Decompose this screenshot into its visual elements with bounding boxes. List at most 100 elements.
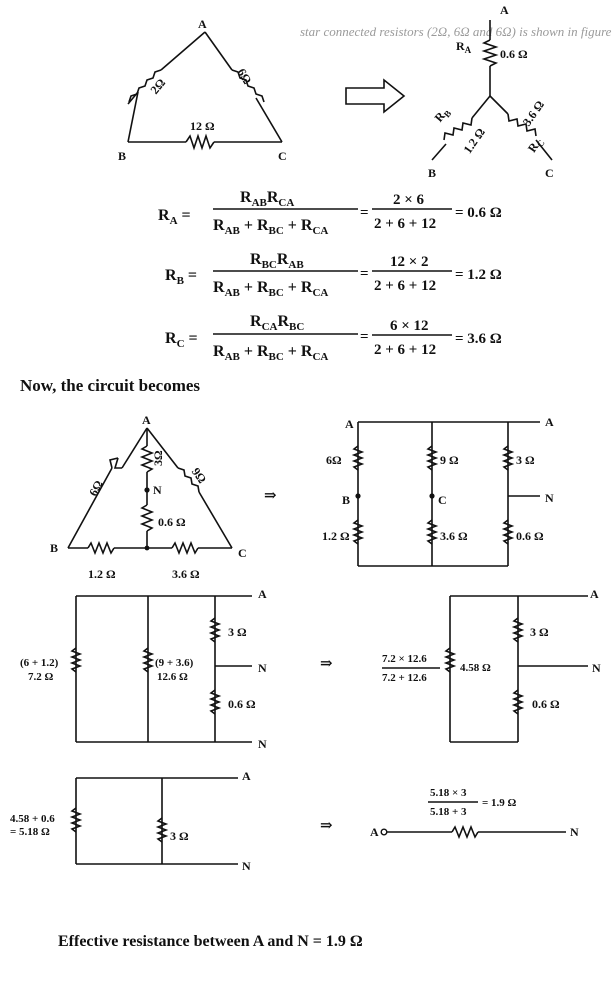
- star-network: A B C RA 0.6 Ω RB 1.2 Ω 3.6 Ω RC: [428, 3, 554, 180]
- svg-text:5.18 × 3: 5.18 × 3: [430, 787, 467, 799]
- svg-text:N: N: [258, 661, 267, 675]
- svg-text:RAB + RBC + RCA: RAB + RBC + RCA: [213, 217, 328, 237]
- star-node-b: B: [428, 166, 436, 180]
- svg-text:2 + 6 + 12: 2 + 6 + 12: [374, 278, 436, 294]
- svg-text:3 Ω: 3 Ω: [516, 453, 535, 467]
- svg-text:4.58 Ω: 4.58 Ω: [460, 662, 491, 674]
- svg-text:N: N: [258, 737, 267, 751]
- svg-text:5.18 + 3: 5.18 + 3: [430, 806, 467, 818]
- svg-text:RB =: RB =: [165, 267, 197, 287]
- star-ra-label: RA: [456, 39, 472, 55]
- svg-text:3Ω: 3Ω: [151, 450, 165, 466]
- svg-text:C: C: [238, 546, 247, 560]
- svg-text:= 5.18 Ω: = 5.18 Ω: [10, 826, 50, 838]
- svg-text:1.2 Ω: 1.2 Ω: [88, 567, 116, 581]
- svg-text:N: N: [592, 661, 601, 675]
- delta-node-a: A: [198, 17, 207, 31]
- svg-text:12 × 2: 12 × 2: [390, 254, 429, 270]
- star-ra-value: 0.6 Ω: [500, 47, 528, 61]
- svg-text:7.2 × 12.6: 7.2 × 12.6: [382, 653, 427, 665]
- svg-text:6Ω: 6Ω: [86, 478, 106, 499]
- svg-text:3 Ω: 3 Ω: [228, 625, 247, 639]
- circuit-4: A 7.2 × 12.6 7.2 + 12.6 4.58 Ω 3 Ω N 0.6…: [382, 587, 601, 743]
- svg-text:RAB + RBC + RCA: RAB + RBC + RCA: [213, 279, 328, 299]
- svg-text:0.6 Ω: 0.6 Ω: [158, 515, 186, 529]
- svg-text:A: A: [142, 413, 151, 427]
- delta-r-bc: 12 Ω: [190, 119, 215, 133]
- svg-text:A: A: [370, 825, 379, 839]
- svg-text:A: A: [545, 415, 554, 429]
- svg-text:RAB + RBC + RCA: RAB + RBC + RCA: [213, 343, 328, 363]
- svg-text:N: N: [570, 825, 579, 839]
- svg-text:N: N: [153, 483, 162, 497]
- svg-text:9 Ω: 9 Ω: [440, 453, 459, 467]
- bleed-through-text: star connected resistors (2Ω, 6Ω and 6Ω)…: [300, 24, 612, 39]
- svg-text:4.58 + 0.6: 4.58 + 0.6: [10, 813, 55, 825]
- svg-text:RA =: RA =: [158, 207, 191, 227]
- svg-text:3.6 Ω: 3.6 Ω: [172, 567, 200, 581]
- arrow-3: ⇒: [320, 818, 333, 834]
- svg-text:2 + 6 + 12: 2 + 6 + 12: [374, 216, 436, 232]
- svg-text:7.2 Ω: 7.2 Ω: [28, 671, 54, 683]
- section-heading: Now, the circuit becomes: [20, 376, 201, 395]
- svg-text:B: B: [50, 541, 58, 555]
- svg-text:2 × 6: 2 × 6: [393, 192, 425, 208]
- svg-text:=: =: [360, 266, 369, 282]
- circuit-6: 5.18 × 3 5.18 + 3 = 1.9 Ω A N: [370, 787, 579, 840]
- svg-text:3.6 Ω: 3.6 Ω: [440, 529, 468, 543]
- svg-text:6 × 12: 6 × 12: [390, 318, 429, 334]
- svg-text:3 Ω: 3 Ω: [530, 625, 549, 639]
- star-node-a: A: [500, 3, 509, 17]
- svg-text:= 0.6 Ω: = 0.6 Ω: [455, 205, 502, 221]
- circuit-3: A N (6 + 1.2) 7.2 Ω (9 + 3.6) 12.6 Ω 3 Ω…: [20, 587, 267, 751]
- svg-text:RABRCA: RABRCA: [240, 189, 294, 209]
- formula-rb: RB = RBCRAB RAB + RBC + RCA = 12 × 2 2 +…: [165, 251, 502, 299]
- circuit-1: A N B C 6Ω 3Ω 9Ω 0.6 Ω: [50, 413, 247, 581]
- svg-text:=: =: [360, 329, 369, 345]
- svg-text:= 1.9 Ω: = 1.9 Ω: [482, 797, 517, 809]
- arrow-1: ⇒: [264, 488, 277, 504]
- svg-text:7.2 + 12.6: 7.2 + 12.6: [382, 672, 427, 684]
- formula-rc: RC = RCARBC RAB + RBC + RCA = 6 × 12 2 +…: [165, 313, 502, 363]
- svg-text:3 Ω: 3 Ω: [170, 829, 189, 843]
- delta-r-ca: 6Ω: [235, 66, 255, 87]
- svg-text:(6 + 1.2): (6 + 1.2): [20, 657, 59, 669]
- final-result: Effective resistance between A and N = 1…: [58, 933, 363, 950]
- svg-text:6Ω: 6Ω: [326, 453, 342, 467]
- star-rc-label: RC: [525, 134, 547, 156]
- svg-text:A: A: [345, 417, 354, 431]
- svg-text:RC =: RC =: [165, 330, 198, 350]
- svg-text:A: A: [242, 769, 251, 783]
- formula-ra: RA = RABRCA RAB + RBC + RCA = 2 × 6 2 + …: [158, 189, 502, 237]
- svg-text:N: N: [242, 859, 251, 873]
- star-node-c: C: [545, 166, 554, 180]
- svg-text:=: =: [360, 205, 369, 221]
- arrow-2: ⇒: [320, 656, 333, 672]
- circuit-5: A N 4.58 + 0.6 = 5.18 Ω 3 Ω: [10, 769, 251, 873]
- svg-text:0.6 Ω: 0.6 Ω: [516, 529, 544, 543]
- delta-node-b: B: [118, 149, 126, 163]
- svg-text:= 1.2 Ω: = 1.2 Ω: [455, 267, 502, 283]
- svg-text:RBCRAB: RBCRAB: [250, 251, 304, 271]
- svg-text:= 3.6 Ω: = 3.6 Ω: [455, 331, 502, 347]
- svg-text:A: A: [590, 587, 599, 601]
- svg-text:C: C: [438, 493, 447, 507]
- star-rb-value: 1.2 Ω: [460, 125, 488, 156]
- svg-text:A: A: [258, 587, 267, 601]
- svg-text:1.2 Ω: 1.2 Ω: [322, 529, 350, 543]
- svg-text:RCARBC: RCARBC: [250, 313, 304, 333]
- delta-network: A B C 2Ω 6Ω 12 Ω: [118, 17, 287, 163]
- delta-node-c: C: [278, 149, 287, 163]
- star-rc-value: 3.6 Ω: [520, 98, 548, 129]
- svg-text:0.6 Ω: 0.6 Ω: [228, 697, 256, 711]
- svg-text:12.6 Ω: 12.6 Ω: [157, 671, 188, 683]
- star-rb-label: RB: [432, 104, 454, 126]
- svg-text:(9 + 3.6): (9 + 3.6): [155, 657, 194, 669]
- svg-text:N: N: [545, 491, 554, 505]
- svg-text:0.6 Ω: 0.6 Ω: [532, 697, 560, 711]
- circuit-2: A A B 6Ω 1.2 Ω C 9 Ω 3.6 Ω N 3 Ω 0.6 Ω: [322, 415, 554, 567]
- svg-text:B: B: [342, 493, 350, 507]
- transform-arrow: [345, 78, 406, 114]
